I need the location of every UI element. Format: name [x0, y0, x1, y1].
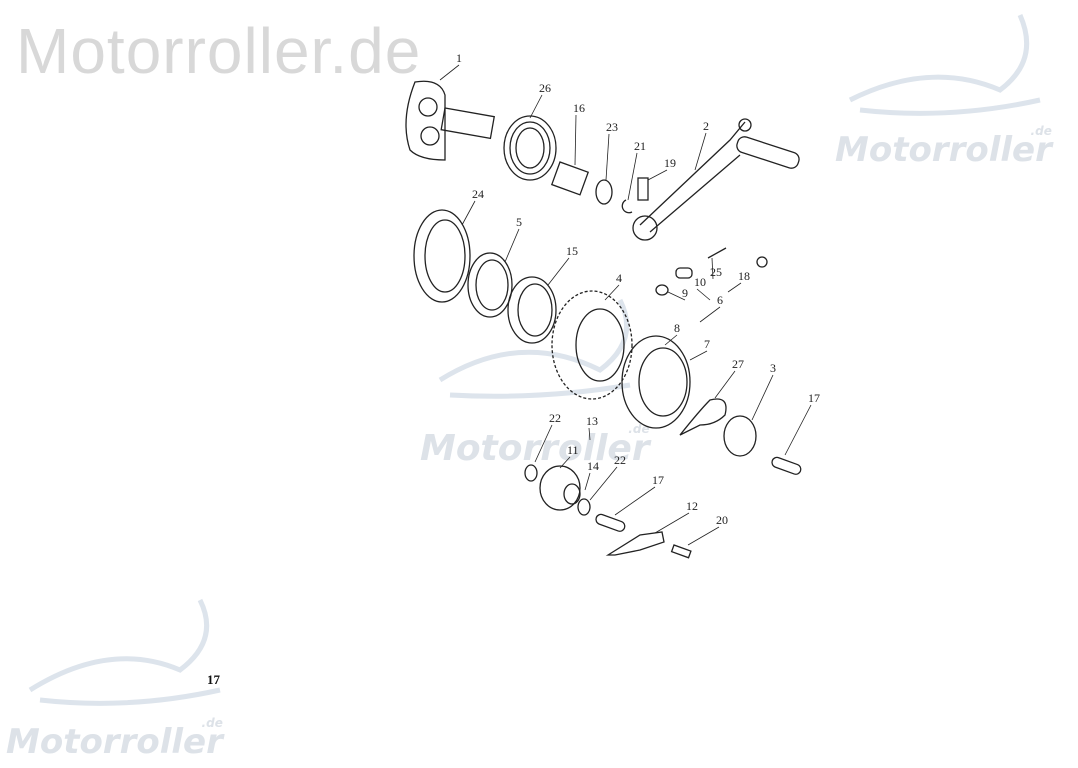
part-small-parts [655, 247, 768, 296]
callout-label: 19 [664, 156, 676, 170]
leader-line [714, 370, 736, 399]
part-plate-27 [679, 398, 727, 436]
callout-label: 26 [539, 81, 551, 95]
leader-line [574, 114, 577, 166]
logo-text: Motorroller [6, 722, 223, 762]
callout-label: 20 [716, 513, 728, 527]
logo-suffix: .de [201, 716, 223, 730]
callout-label: 15 [566, 244, 578, 258]
leader-line [699, 306, 721, 323]
callout-label: 22 [549, 411, 561, 425]
leader-line [647, 169, 668, 181]
callout-label: 2 [703, 119, 709, 133]
part-clip [621, 199, 633, 214]
leader-line [588, 427, 591, 441]
part-screw-20 [670, 544, 692, 559]
callout-label: 17 [808, 391, 820, 405]
callout-label: 6 [717, 293, 723, 307]
part-kick-lever [632, 118, 800, 241]
part-ratchet-12 [605, 531, 665, 556]
leader-line [504, 228, 520, 263]
part-kick-shaft [405, 80, 495, 161]
callout-label: 5 [516, 215, 522, 229]
brand-logo-bottom-left: Motorroller .de [6, 716, 223, 762]
leader-line [654, 512, 690, 534]
leader-line [584, 472, 591, 491]
part-washer-22b [577, 498, 591, 516]
parts [405, 80, 802, 559]
callout-label: 4 [616, 271, 622, 285]
leader-line [727, 282, 742, 293]
leader-line [605, 133, 610, 181]
callout-label: 12 [686, 499, 698, 513]
leader-line [614, 486, 656, 516]
callout-label: 9 [682, 286, 688, 300]
leader-line [559, 456, 571, 469]
part-washer-22a [524, 464, 538, 482]
leader-line [547, 257, 570, 286]
callout-label: 13 [586, 414, 598, 428]
leader-line [439, 64, 460, 81]
leader-line [696, 288, 711, 301]
leader-line [664, 334, 678, 346]
callout-label: 1 [456, 51, 462, 65]
logo-text: Motorroller [420, 428, 650, 469]
part-gear-11 [539, 465, 581, 511]
callout-label: 14 [587, 459, 599, 473]
brand-logo-center: Motorroller .de [420, 422, 650, 469]
callout-label: 27 [732, 357, 744, 371]
leader-line [461, 200, 476, 226]
callout-label: 3 [770, 361, 776, 375]
callout-label: 22 [614, 453, 626, 467]
callout-label: 23 [606, 120, 618, 134]
callout-label: 16 [573, 101, 585, 115]
leader-line [694, 132, 707, 171]
part-ring-5 [467, 252, 513, 318]
callout-label: 11 [567, 443, 579, 457]
callout-label: 25 [710, 265, 722, 279]
part-ring-24 [413, 209, 471, 303]
brand-logo-top-right: Motorroller .de [835, 124, 1052, 170]
part-gear-3 [723, 415, 757, 457]
leader-lines [439, 64, 812, 546]
callout-label: 7 [704, 337, 710, 351]
part-washer [595, 179, 613, 205]
leader-line [529, 94, 543, 119]
part-spring [503, 115, 557, 181]
part-clutch-plate [621, 335, 691, 429]
leader-line [751, 374, 774, 421]
leader-line [667, 291, 686, 301]
callout-label: 21 [634, 139, 646, 153]
callout-labels: 1 26 16 23 21 19 2 24 5 15 4 25 10 9 18 6 8 7 27 3 17 22 13 11 1… [456, 51, 820, 527]
callout-label: 10 [694, 275, 706, 289]
leader-line [689, 350, 708, 361]
part-bolt [637, 177, 649, 201]
leader-line [627, 152, 638, 201]
leader-line [687, 526, 720, 546]
scooter-logo-graphics [28, 13, 1041, 706]
leader-line [784, 404, 812, 456]
callout-label: 17 [652, 473, 664, 487]
page-number: 17 [207, 672, 220, 687]
logo-suffix: .de [1030, 124, 1052, 138]
part-bearing-15 [507, 276, 557, 344]
part-pin-17b [595, 513, 626, 532]
watermark-text: Motorroller.de [16, 15, 422, 87]
callout-label: 18 [738, 269, 750, 283]
part-pin-17a [771, 456, 802, 475]
part-bushing [550, 161, 590, 196]
callout-label: 24 [472, 187, 484, 201]
leader-line [604, 284, 620, 301]
leader-line [534, 424, 553, 463]
leader-line [711, 257, 714, 280]
part-gear-4 [551, 290, 633, 400]
leader-line [589, 466, 618, 501]
logo-text: Motorroller [835, 130, 1052, 170]
callout-label: 8 [674, 321, 680, 335]
